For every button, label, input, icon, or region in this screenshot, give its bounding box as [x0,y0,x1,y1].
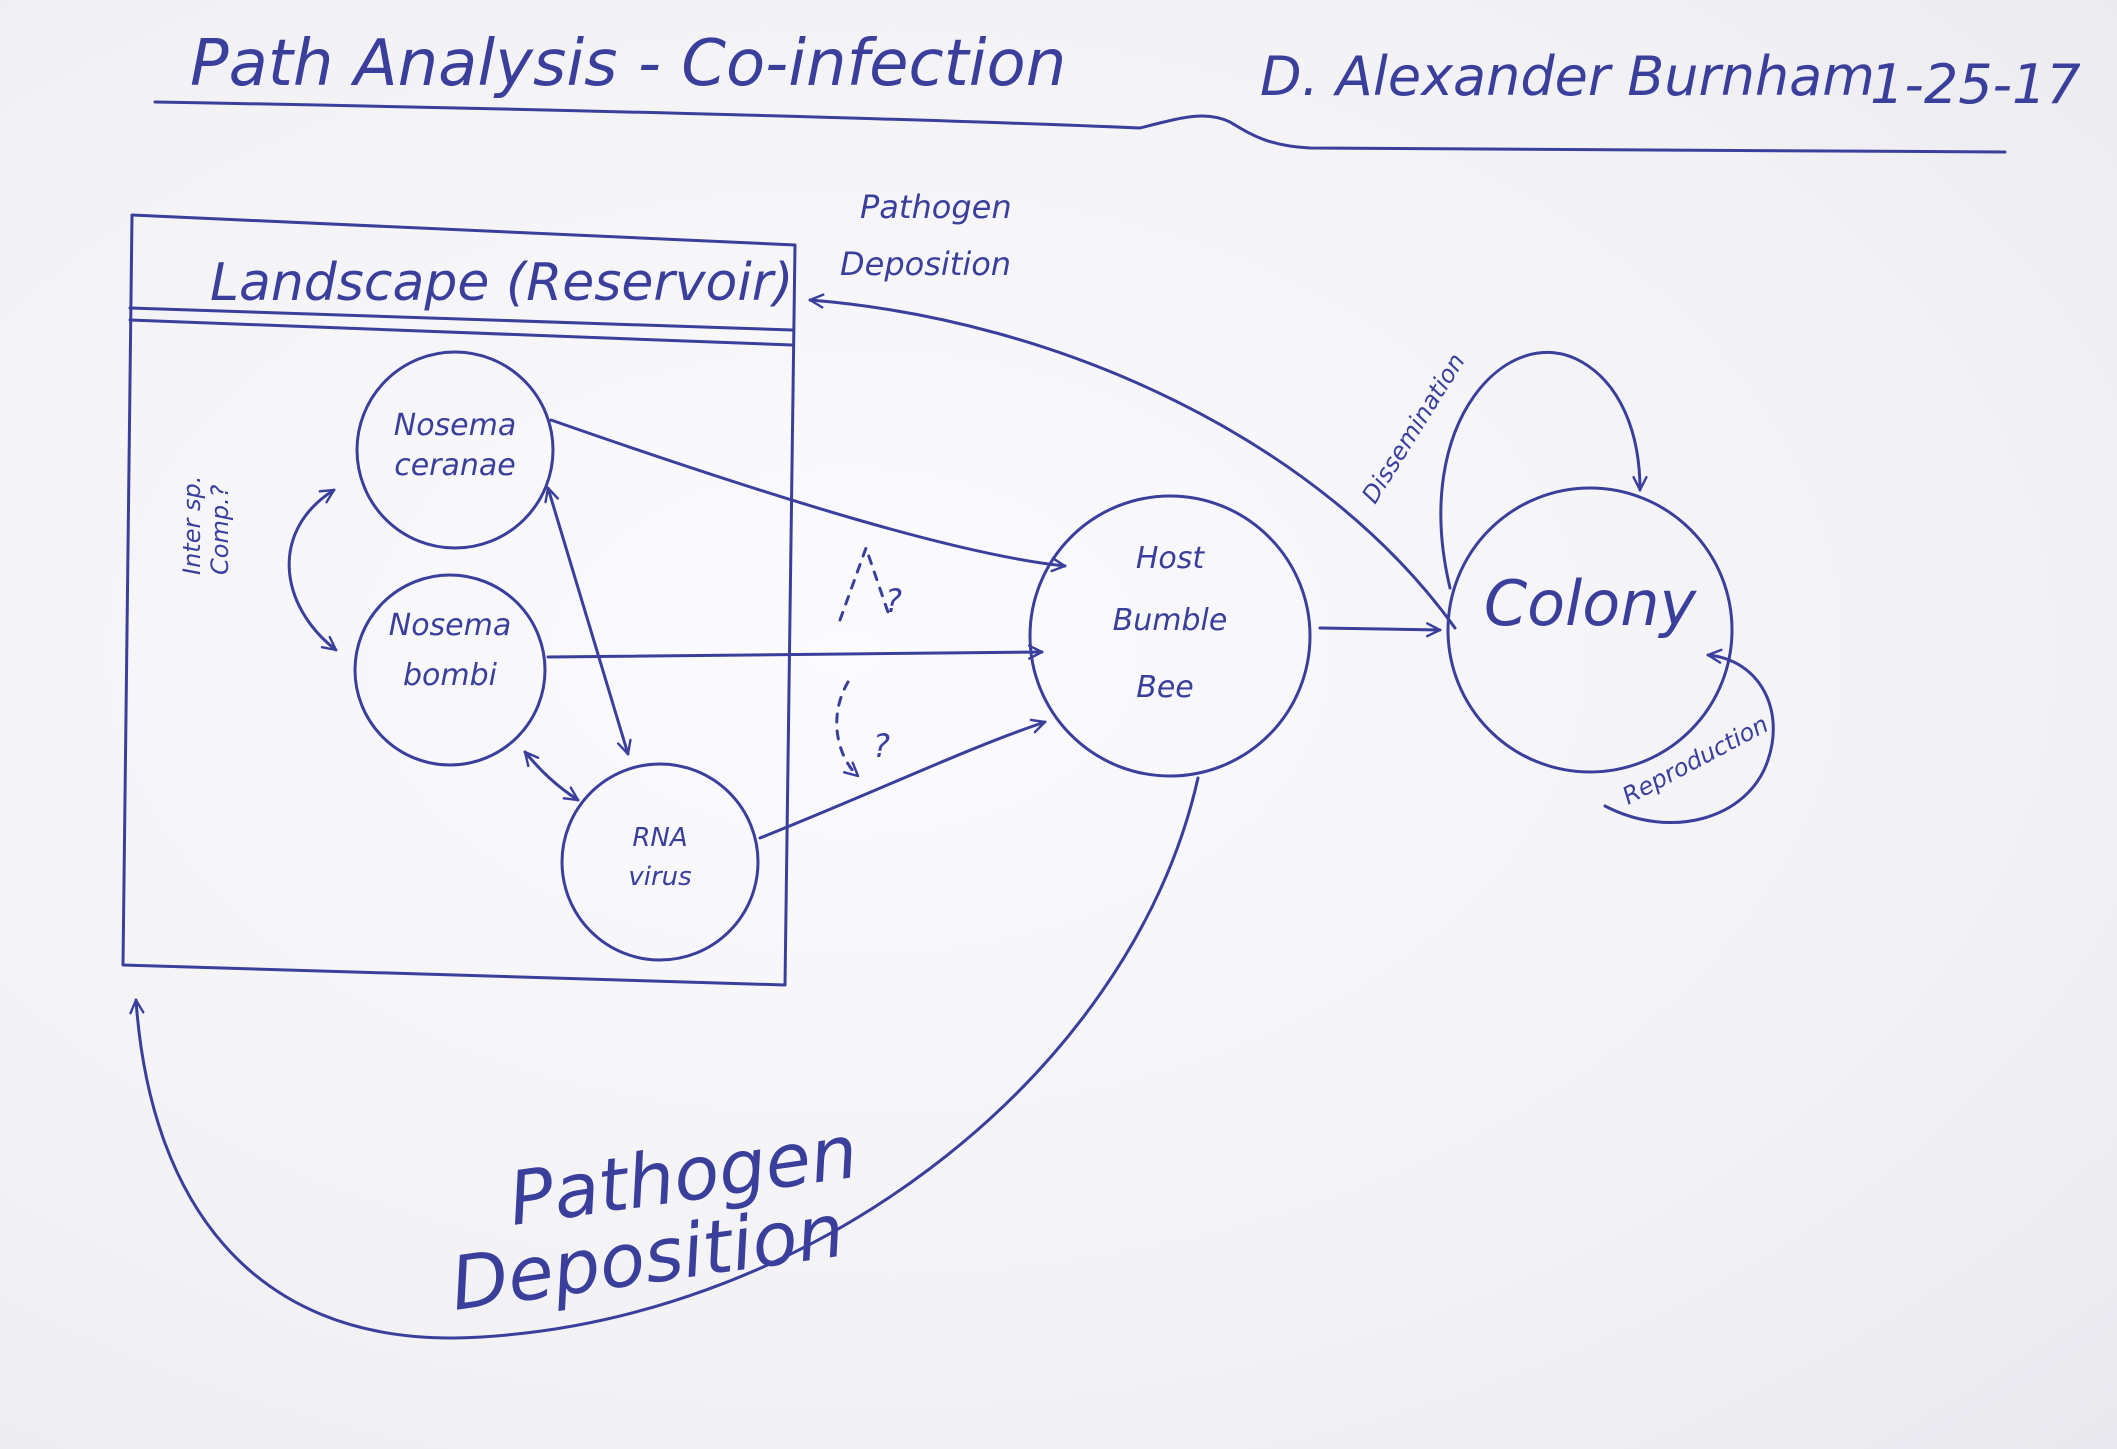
node-rna-virus: RNA virus [560,762,760,962]
ceranae-virus-arrow [544,486,632,756]
competition-arrow [287,488,338,652]
node-label-line-1: Nosema [389,608,512,643]
node-circle [560,762,760,962]
node-label-line-1: Nosema [394,408,517,443]
node-label-line-1: RNA [632,823,687,853]
node-nosema-bombi: Nosema bombi [353,573,547,767]
reproduction-loop [1603,648,1775,825]
node-colony: Colony [1446,486,1734,774]
node-label-line-2: Bumble [1113,603,1228,638]
interaction-question-1: ? [885,582,902,620]
node-circle [1446,486,1734,774]
node-circle [355,350,555,550]
deposition-arrow-bottom [129,776,1200,1340]
node-label-line-2: bombi [403,658,498,693]
competition-label-line-2: Comp.? [206,484,234,575]
diagram-date: 1-25-17 [1870,53,2081,116]
reservoir-box: Landscape (Reservoir) [121,213,797,987]
header-underline [153,100,2007,154]
node-label-line-1: Host [1136,541,1206,576]
competition-label-line-1: Inter sp. [178,476,206,575]
node-label-line-2: ceranae [394,448,516,483]
author-name: D. Alexander Burnham [1260,45,1875,108]
host-to-colony-arrow [1318,622,1442,638]
bombi-virus-arrow [523,750,580,802]
node-nosema-ceranae: Nosema ceranae [355,350,555,550]
diagram-title: Path Analysis - Co-infection [190,27,1066,101]
deposition-top-line-2: Deposition [840,245,1011,283]
interaction-marker-1 [838,546,892,622]
interaction-question-2: ? [873,727,890,765]
interaction-marker-2 [835,680,860,778]
ceranae-to-host-arrow [549,418,1067,573]
node-circle [1028,494,1312,778]
node-label-line-2: virus [628,862,691,892]
deposition-top-line-1: Pathogen [860,188,1012,226]
node-host-bumble-bee: Host Bumble Bee [1028,494,1312,778]
node-label-line-3: Bee [1136,670,1194,705]
dissemination-loop [1439,350,1648,590]
bombi-to-host-arrow [546,644,1044,660]
virus-to-host-arrow [758,718,1047,840]
reservoir-label: Landscape (Reservoir) [210,253,793,313]
node-label: Colony [1484,567,1698,640]
dissemination-label: Dissemination [1356,348,1470,508]
deposition-arrow-top [808,293,1457,630]
